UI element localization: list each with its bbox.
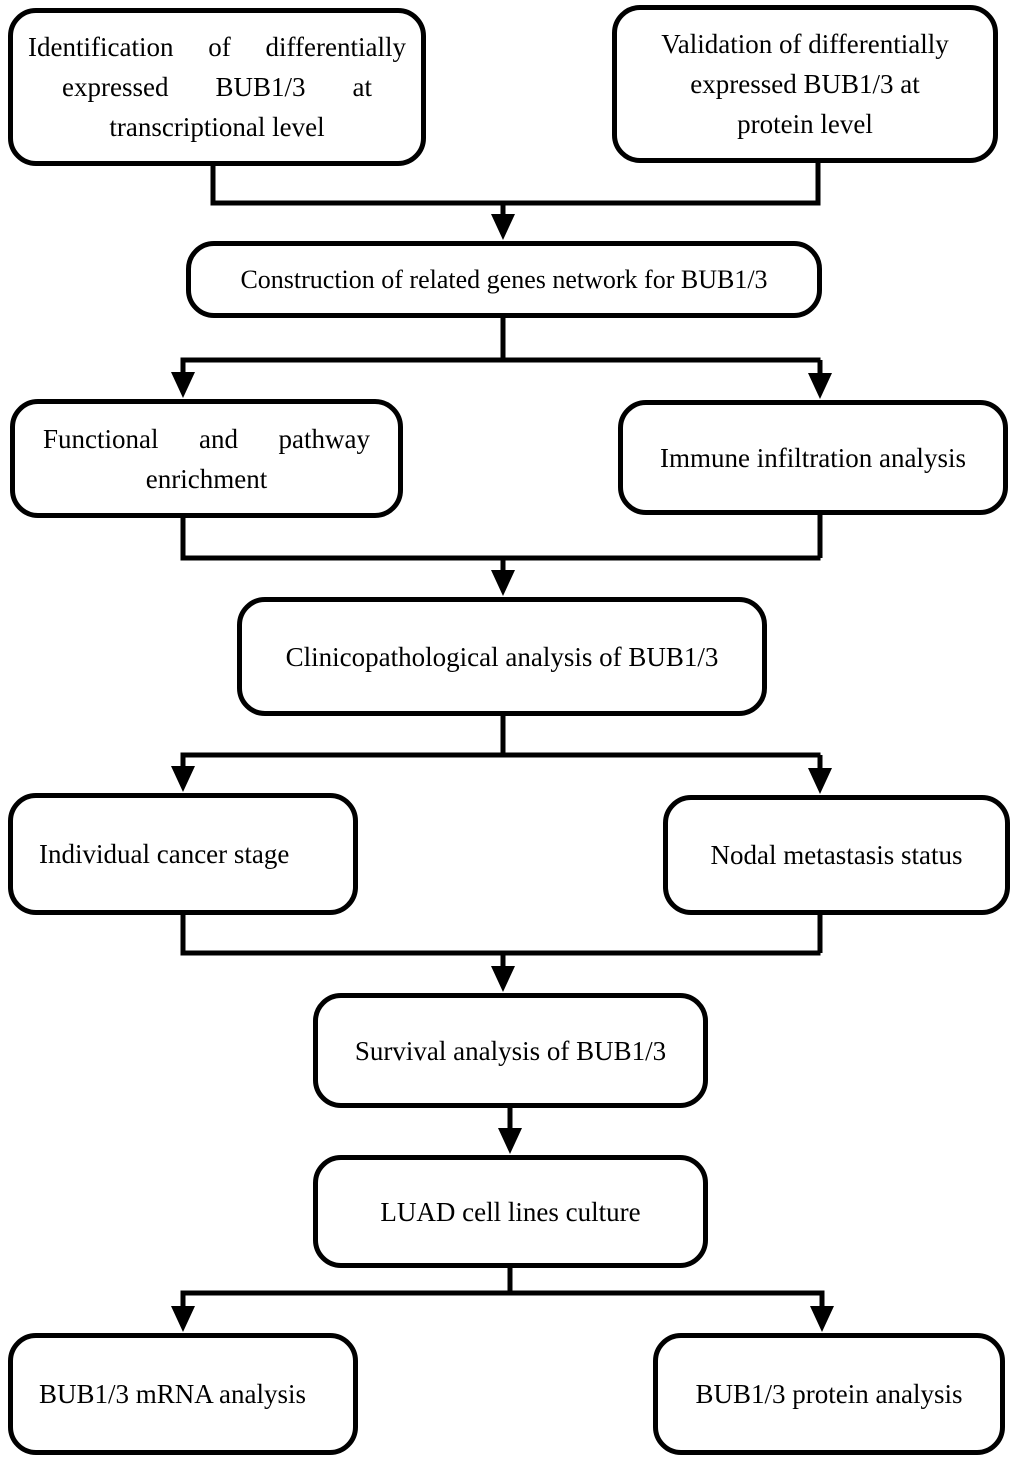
- node-text-line: LUAD cell lines culture: [380, 1196, 641, 1227]
- node-text-line: Clinicopathological analysis of BUB1/3: [285, 641, 719, 672]
- node-functional-pathway-enrichment: Functional and pathway enrichment: [10, 399, 403, 518]
- node-text-line: enrichment: [145, 463, 268, 494]
- node-text-line: Validation of differentially: [661, 29, 949, 59]
- node-mrna-analysis: BUB1/3 mRNA analysis: [8, 1333, 358, 1455]
- node-text-line: Survival analysis of BUB1/3: [354, 1035, 667, 1066]
- node-identification-transcriptional: Identification of differentially express…: [8, 8, 426, 166]
- node-text-line: Construction of related genes network fo…: [240, 264, 768, 294]
- node-protein-analysis: BUB1/3 protein analysis: [653, 1333, 1005, 1455]
- node-text-line: Identification of differentially: [28, 32, 406, 62]
- node-text-line: Immune infiltration analysis: [660, 442, 966, 473]
- node-immune-infiltration-analysis: Immune infiltration analysis: [618, 400, 1008, 515]
- node-validation-protein: Validation of differentially expressed B…: [612, 5, 998, 163]
- node-text-line: expressed BUB1/3 at: [62, 72, 372, 102]
- node-individual-cancer-stage: Individual cancer stage: [8, 793, 358, 915]
- node-nodal-metastasis-status: Nodal metastasis status: [663, 795, 1010, 915]
- node-text-line: protein level: [737, 109, 873, 139]
- node-construction-genes-network: Construction of related genes network fo…: [186, 241, 822, 318]
- node-text-line: Functional and pathway: [43, 423, 370, 454]
- node-luad-cell-lines-culture: LUAD cell lines culture: [313, 1155, 708, 1268]
- node-text-line: BUB1/3 protein analysis: [695, 1379, 963, 1409]
- node-text-line: expressed BUB1/3 at: [690, 69, 920, 99]
- node-text-line: Individual cancer stage: [39, 839, 290, 869]
- node-text-line: BUB1/3 mRNA analysis: [39, 1379, 307, 1409]
- node-clinicopathological-analysis: Clinicopathological analysis of BUB1/3: [237, 597, 767, 716]
- node-text-line: transcriptional level: [109, 112, 325, 142]
- node-survival-analysis: Survival analysis of BUB1/3: [313, 993, 708, 1108]
- node-text-line: Nodal metastasis status: [710, 840, 963, 870]
